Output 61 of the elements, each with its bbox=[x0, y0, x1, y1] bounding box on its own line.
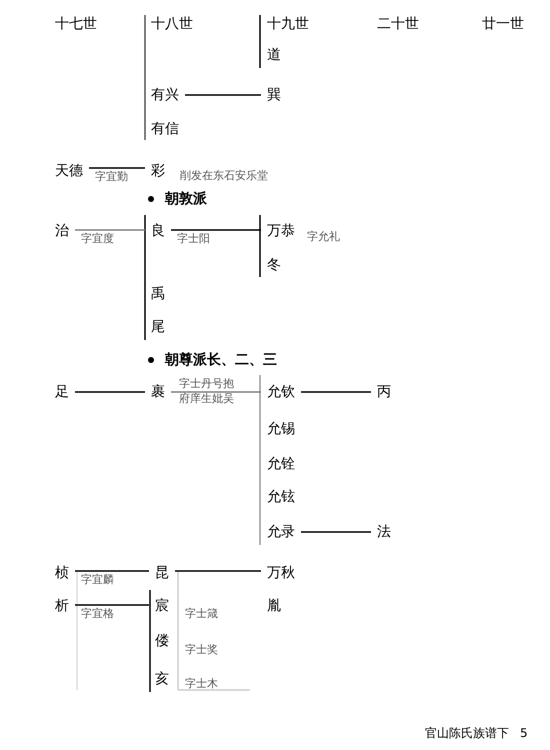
edge-label: 字宜格 bbox=[81, 607, 114, 621]
person-name: 禹 bbox=[151, 285, 165, 303]
branch-heading: 朝尊派长、二、三 bbox=[165, 351, 277, 369]
person-name: 裹 bbox=[151, 383, 165, 401]
connector-line bbox=[301, 531, 371, 533]
person-name: 允录 bbox=[267, 523, 295, 541]
person-name: 允锡 bbox=[267, 420, 295, 438]
person-name: 允铉 bbox=[267, 488, 295, 506]
person-name: 良 bbox=[151, 222, 165, 240]
connector-line bbox=[75, 391, 145, 393]
generation-header: 十八世 bbox=[151, 15, 193, 33]
connector-line bbox=[175, 570, 261, 572]
person-name: 允铨 bbox=[267, 455, 295, 473]
generation-header: 十九世 bbox=[267, 15, 309, 33]
connector-line bbox=[301, 391, 371, 393]
connector-line bbox=[89, 167, 145, 169]
footer-text: 5 bbox=[520, 725, 528, 742]
person-name: 足 bbox=[55, 383, 69, 401]
footer-text: 官山陈氏族谱下 bbox=[425, 725, 509, 742]
note-text: 字允礼 bbox=[307, 230, 340, 244]
person-name: 尾 bbox=[151, 318, 165, 336]
person-name: 允钦 bbox=[267, 383, 295, 401]
connector-line bbox=[171, 229, 261, 231]
person-name: 桢 bbox=[55, 564, 69, 582]
person-name: 昆 bbox=[155, 564, 169, 582]
person-name: 胤 bbox=[267, 597, 281, 615]
person-name: 冬 bbox=[267, 256, 281, 274]
person-name: 治 bbox=[55, 222, 69, 240]
branch-heading: 朝敦派 bbox=[165, 190, 207, 208]
person-name: 彩 bbox=[151, 162, 165, 180]
generation-header: 十七世 bbox=[55, 15, 97, 33]
edge-label: 字宜麟 bbox=[81, 573, 114, 587]
person-name: 天德 bbox=[55, 162, 83, 180]
person-name: 析 bbox=[55, 597, 69, 615]
connector-line bbox=[185, 94, 261, 96]
connector-line bbox=[171, 391, 261, 393]
person-name: 有兴 bbox=[151, 86, 179, 104]
note-text: 字士奖 bbox=[185, 643, 218, 657]
connector-line bbox=[75, 229, 145, 231]
note-text: 字士箴 bbox=[185, 607, 218, 621]
person-name: 丙 bbox=[377, 383, 391, 401]
connector-line bbox=[75, 604, 149, 606]
edge-label: 字宜度 bbox=[81, 232, 114, 246]
edge-label: 字士阳 bbox=[177, 232, 210, 246]
person-name: 道 bbox=[267, 46, 281, 64]
person-name: 万秋 bbox=[267, 564, 295, 582]
note-text: 府庠生妣吴 bbox=[179, 392, 234, 406]
person-name: 法 bbox=[377, 523, 391, 541]
edge-label: 字宜勤 bbox=[95, 170, 128, 184]
person-name: 万恭 bbox=[267, 222, 295, 240]
note-text: 字士木 bbox=[185, 677, 218, 691]
generation-header: 二十世 bbox=[377, 15, 419, 33]
person-name: 宸 bbox=[155, 597, 169, 615]
note-text: 字士丹号抱 bbox=[179, 377, 234, 391]
person-name: 偻 bbox=[155, 632, 169, 650]
person-name: 有信 bbox=[151, 120, 179, 138]
note-text: 削发在东石安乐堂 bbox=[180, 169, 268, 183]
generation-header: 廿一世 bbox=[482, 15, 524, 33]
connector-line bbox=[75, 570, 149, 572]
person-name: 亥 bbox=[155, 670, 169, 688]
person-name: 巽 bbox=[267, 86, 281, 104]
